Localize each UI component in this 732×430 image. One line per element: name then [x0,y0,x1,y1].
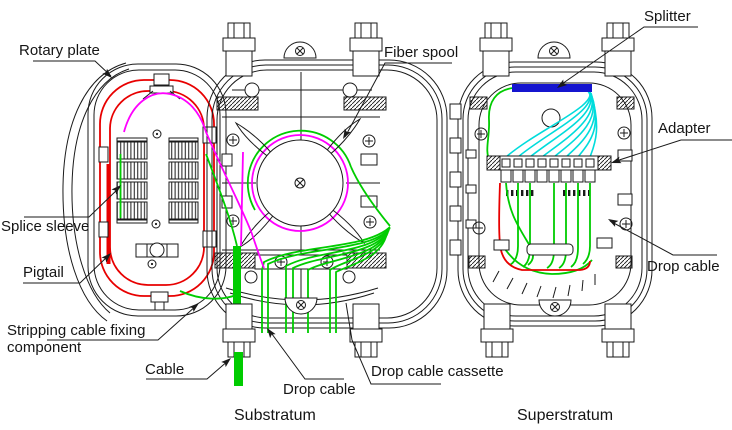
hinge-dome [537,41,571,59]
latch-clips [449,103,477,256]
pigtail-fiber-bundle [106,164,111,264]
leader-rotary-plate [33,60,112,77]
leader-fiber-spool [344,62,452,138]
caption-substratum: Substratum [234,407,316,424]
leader-stripping-component [47,304,198,341]
splice-sleeve-column-left [116,137,148,224]
bottom-hatching [492,270,596,299]
label-fiber-spool: Fiber spool [384,44,459,61]
leader-adapter [612,139,732,163]
inter-unit-fibers [123,92,265,300]
label-stripping-line1: Stripping cable fixing [7,322,146,339]
leader-splitter [558,26,698,87]
adapter-row [486,155,612,183]
feeder-cable-inside [233,246,241,308]
caption-superstratum: Superstratum [517,407,614,424]
label-stripping-component: Stripping cable fixing component [7,322,145,356]
label-pigtail: Pigtail [23,264,64,281]
label-drop-cable-right: Drop cable [647,258,720,275]
splitter-output-fibers [505,89,598,158]
cable-gland [222,22,256,77]
label-splice-sleeve: Splice sleeve [1,218,90,235]
cable-gland [479,22,513,77]
cable-fixing-bracket [135,242,179,311]
leader-drop-cable-cassette [345,302,441,385]
hinge-dome [283,41,317,59]
spool-fiber-ring-magenta [251,134,349,232]
label-drop-cable-cassette: Drop cable cassette [371,363,504,380]
leader-drop-cable-bottom [268,329,344,380]
label-splitter: Splitter [644,8,691,25]
substratum-housing [206,59,448,329]
drop-cable-fibers [261,226,391,333]
drop-cable-fibers-right [502,182,593,275]
label-cable: Cable [145,361,185,378]
leader-pigtail [23,254,110,284]
leader-drop-cable-right [609,220,717,256]
leader-cable [146,359,230,380]
fiber-spool [235,118,365,248]
label-rotary-plate: Rotary plate [19,42,100,59]
label-adapter: Adapter [658,120,711,137]
leader-splice-sleeve [24,186,121,218]
splitter-input-fiber [486,87,514,171]
label-stripping-line2: component [7,339,82,356]
rotary-plate-outline [87,63,227,317]
splitter-bar [512,84,592,92]
rotary-plate-view [62,62,227,322]
substratum-view [206,22,448,386]
feeder-cable-below [234,352,243,386]
annotation-leaders [23,26,732,385]
spool-hole [541,108,561,128]
open-door-arc-outer [62,62,127,322]
open-door-arc-inner [71,68,130,314]
superstratum-housing [457,61,653,327]
spool-fiber-ring-green [248,129,352,173]
splice-sleeve-column-right [168,137,199,224]
label-drop-cable-bottom: Drop cable [283,381,356,398]
red-fiber-loop [498,182,591,271]
mount-block [216,96,259,111]
superstratum-view [449,22,653,358]
